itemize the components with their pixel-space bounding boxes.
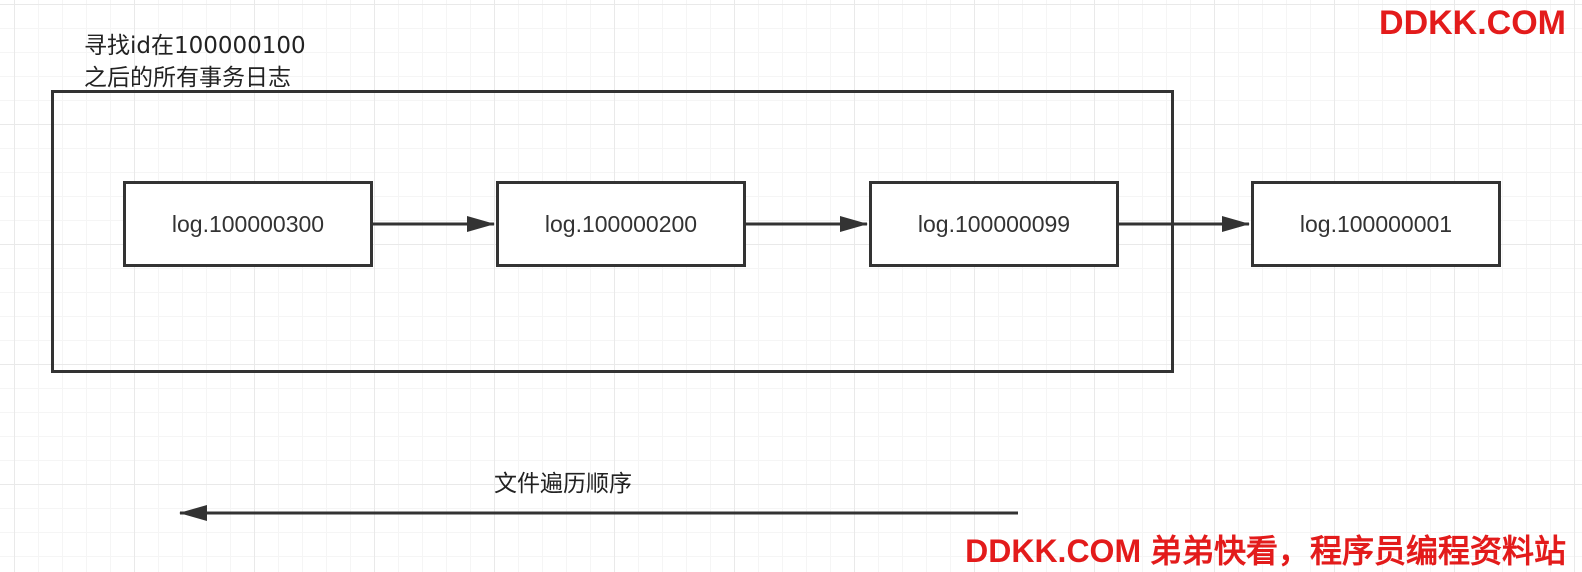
log-node-label: log.100000001 — [1299, 210, 1453, 237]
log-node-2: log.100000200 — [496, 181, 746, 267]
caption-line-1: 寻找id在100000100 — [84, 33, 306, 59]
watermark-bottom: DDKK.COM 弟弟快看，程序员编程资料站 — [965, 533, 1566, 569]
log-node-label: log.100000099 — [917, 210, 1071, 237]
log-node-4: log.100000001 — [1251, 181, 1501, 267]
log-node-label: log.100000300 — [171, 210, 325, 237]
search-range-container — [51, 90, 1174, 373]
log-node-3: log.100000099 — [869, 181, 1119, 267]
log-node-label: log.100000200 — [544, 210, 698, 237]
traversal-order-label: 文件遍历顺序 — [494, 471, 632, 497]
caption-line-2: 之后的所有事务日志 — [84, 65, 291, 91]
log-node-1: log.100000300 — [123, 181, 373, 267]
caption: 寻找id在100000100 之后的所有事务日志 — [84, 30, 404, 94]
watermark-top: DDKK.COM — [1379, 4, 1566, 42]
